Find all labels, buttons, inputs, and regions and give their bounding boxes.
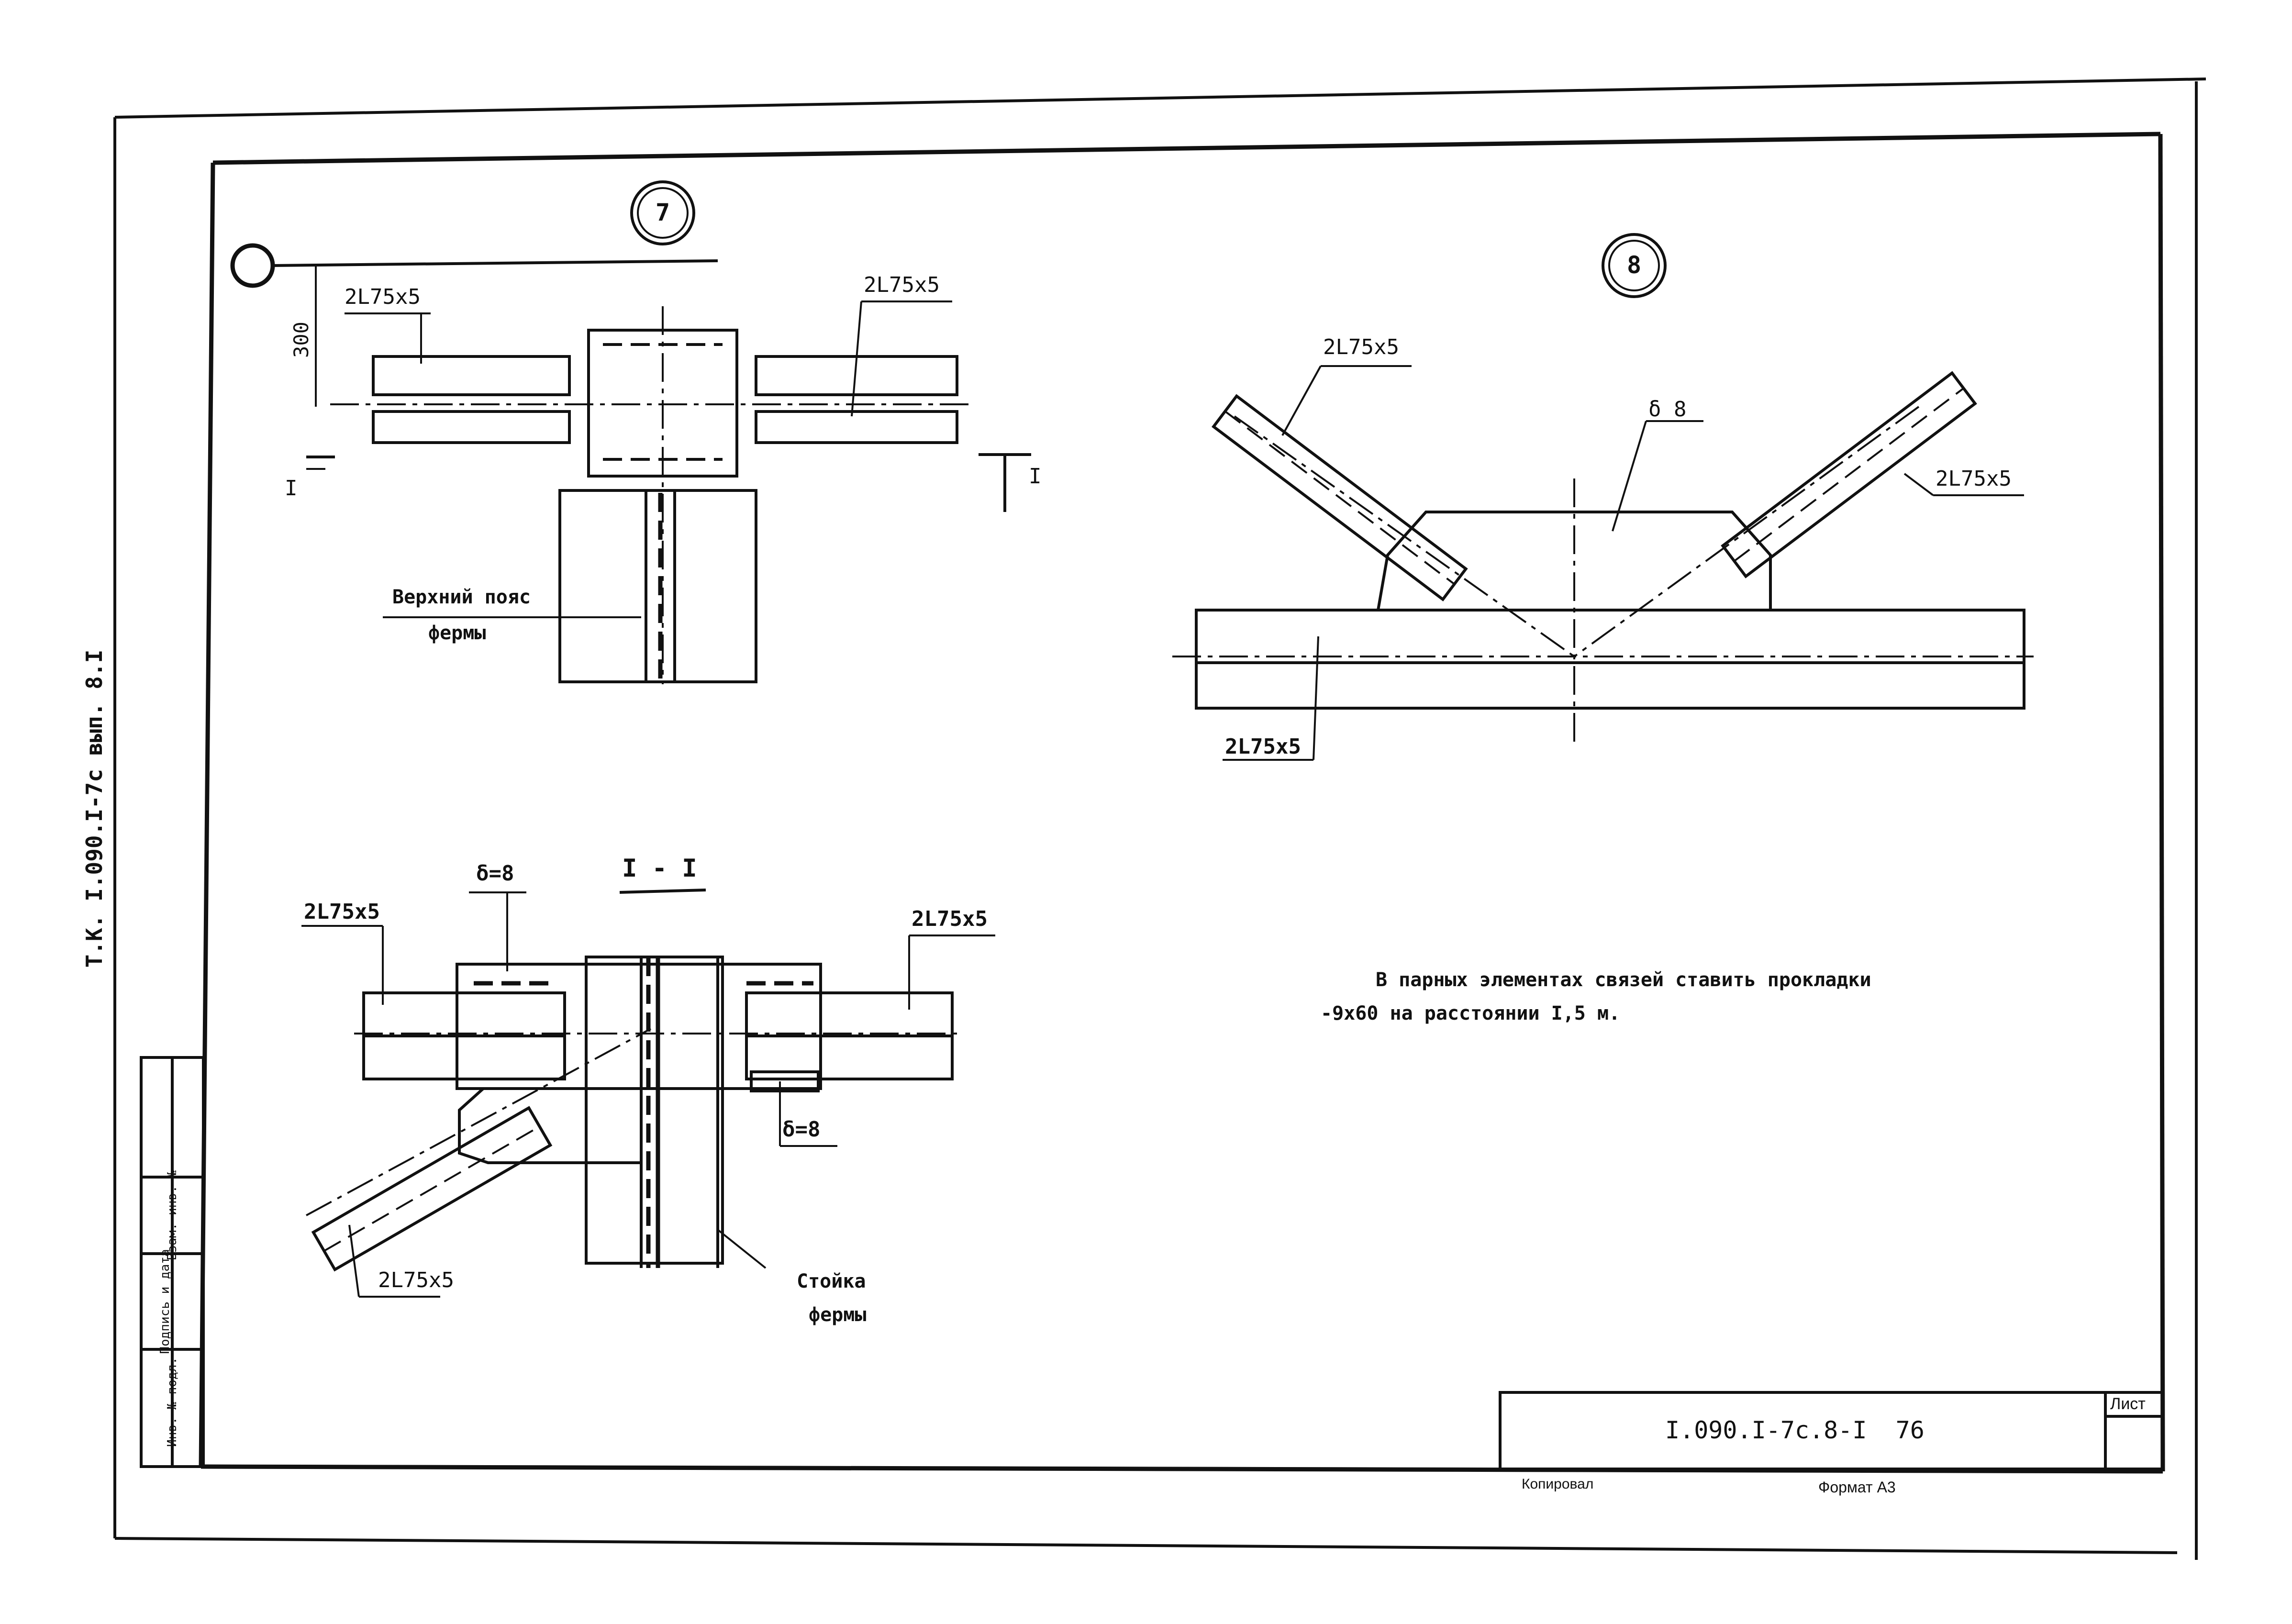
detail-8-angle-right: 2L75x5 [1936,467,2012,491]
section-plate-top: δ=8 [476,861,514,886]
section-title: I - I [622,854,697,883]
detail-7-chord-label-2: фермы [428,622,486,644]
side-table-row-3: Взам. инв. № [165,1170,179,1260]
detail-8-marker: 8 [1626,251,1642,279]
sheet-frame [113,78,2206,1560]
side-table [140,1056,205,1468]
detail-7 [230,180,1031,684]
section-angle-left: 2L75x5 [304,900,380,924]
title-block-sheet-label: Лист [2110,1395,2146,1413]
detail-7-section-right: I [1029,464,1042,489]
title-block-code: I.090.I-7с.8-I 76 [1665,1416,1925,1444]
section-plate-bottom: δ=8 [782,1117,821,1142]
section-angle-diag: 2L75x5 [378,1268,454,1292]
title-block-format: Формат А3 [1818,1479,1896,1496]
note-line-2: -9x60 на расстоянии I,5 м. [1321,1002,1621,1024]
section-post-label-2: фермы [809,1304,867,1326]
title-block [1499,1391,2164,1470]
detail-8-angle-bottom: 2L75x5 [1225,734,1301,759]
detail-8 [1172,233,2034,761]
detail-8-plate: δ 8 [1648,397,1687,422]
detail-7-dim-300: 300 [289,322,313,358]
detail-7-angle-left: 2L75x5 [345,285,421,309]
detail-7-chord-label-1: Верхний пояс [392,586,531,608]
section-angle-right: 2L75x5 [912,907,988,931]
detail-7-marker: 7 [655,199,670,226]
detail-8-angle-left: 2L75x5 [1323,335,1399,359]
note-line-1: В парных элементах связей ставить прокла… [1376,969,1871,991]
detail-7-section-left: I [285,476,298,501]
title-block-copied: Копировал [1522,1476,1594,1492]
side-stamp: Т.К. I.090.I-7с вып. 8.I [81,649,107,968]
detail-7-angle-right: 2L75x5 [864,273,940,297]
section-post-label-1: Стойка [797,1270,866,1292]
section-I-I [301,889,995,1298]
